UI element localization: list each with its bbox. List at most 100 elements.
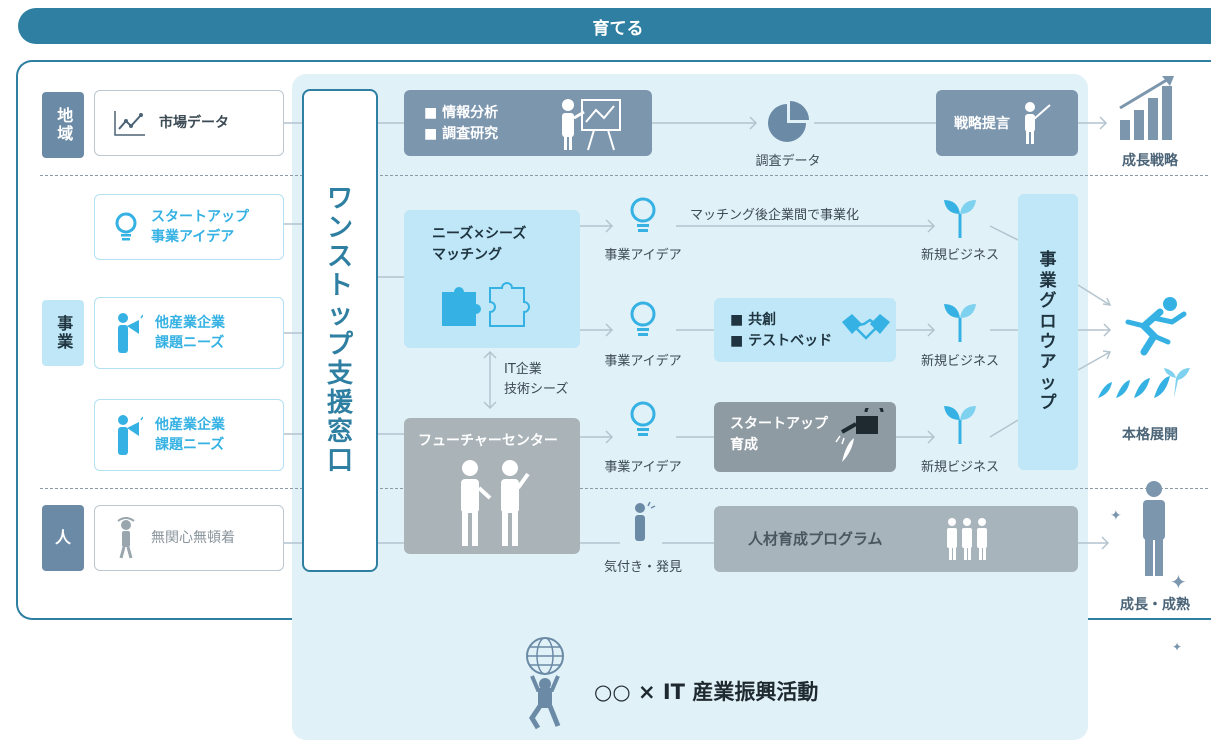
sprout-icon <box>940 402 980 446</box>
startup-idea-source-line1: スタートアップ <box>151 208 249 225</box>
new-business-label-3: 新規ビジネス <box>920 460 999 475</box>
growup-char: 業 <box>1039 270 1057 291</box>
one-stop-char: ッ <box>326 300 353 331</box>
sparkle-icon: ✦ <box>1110 508 1122 524</box>
group-people-icon <box>942 516 992 562</box>
row-divider-1 <box>40 175 1208 176</box>
growup-char: ウ <box>1039 332 1057 352</box>
one-stop-char: プ <box>326 329 353 360</box>
other-industry-needs-box-b: 他産業企業 課題ニーズ <box>94 399 284 471</box>
it-seeds-line1: IT企業 <box>504 362 542 377</box>
globe-carrying-person-icon <box>518 636 572 732</box>
startup-incubation-text: スタートアップ 育成 <box>730 414 828 456</box>
growup-char: ッ <box>1039 372 1057 393</box>
growup-char: ア <box>1039 352 1057 373</box>
cocreation-line: ■ 共創 <box>730 312 777 328</box>
startup-idea-source-label: スタートアップ 事業アイデア <box>151 207 249 248</box>
pie-chart-icon <box>765 100 811 146</box>
presenter-board-icon <box>554 96 634 152</box>
thinking-person-icon <box>628 500 658 544</box>
growup-char: 事 <box>1039 250 1057 271</box>
one-stop-char: 窓 <box>326 416 353 447</box>
megaphone-person-icon <box>113 312 143 354</box>
one-stop-support-window: ワ ン ス ト ッ プ 支 援 窓 口 <box>302 89 378 572</box>
one-stop-char: 口 <box>326 445 353 476</box>
analysis-research-text: ■ 情報分析 ■ 調査研究 <box>424 103 498 145</box>
testbed-line: ■ テストベッド <box>730 333 833 349</box>
needs-seeds-line2: マッチング <box>432 247 502 263</box>
sprouts-row-icon <box>1094 364 1194 400</box>
business-idea-label-1: 事業アイデア <box>604 248 682 263</box>
talent-development-program-box: 人材育成プログラム <box>714 506 1078 572</box>
one-stop-char: ト <box>326 271 353 302</box>
megaphone-person-icon <box>113 414 143 456</box>
one-stop-char: 支 <box>326 358 353 389</box>
startup-idea-source-line2: 事業アイデア <box>151 229 235 245</box>
indifferent-person-icon <box>113 517 139 559</box>
growup-char: プ <box>1039 393 1057 414</box>
cocreation-testbed-text: ■ 共創 ■ テストベッド <box>730 310 832 352</box>
indifferent-label: 無関心無頓着 <box>151 529 235 546</box>
growup-char: ロ <box>1039 311 1057 332</box>
new-business-label-2: 新規ビジネス <box>920 354 999 369</box>
new-business-label-1: 新規ビジネス <box>920 248 999 263</box>
startup-incubation-line2: 育成 <box>730 437 758 453</box>
other-industry-a-line2: 課題ニーズ <box>155 335 225 351</box>
needs-seeds-matching-box: ニーズ×シーズ マッチング <box>404 210 580 348</box>
other-industry-needs-label-b: 他産業企業 課題ニーズ <box>155 415 225 456</box>
bottom-title: ○○ × IT 産業振興活動 <box>594 680 819 704</box>
one-stop-char: ワ <box>326 183 353 214</box>
strategy-proposal-label: 戦略提言 <box>954 116 1010 132</box>
research-line: ■ 調査研究 <box>424 126 499 142</box>
other-industry-b-line1: 他産業企業 <box>155 416 225 433</box>
other-industry-b-line2: 課題ニーズ <box>155 437 225 453</box>
handshake-icon <box>842 312 890 348</box>
full-deployment-label: 本格展開 <box>1122 427 1178 443</box>
matching-note-label: マッチング後企業間で事業化 <box>690 208 860 223</box>
one-stop-char: 援 <box>326 387 353 418</box>
sprout-icon <box>940 196 980 240</box>
row-tag-business-label: 事業 <box>54 315 74 351</box>
lightbulb-icon <box>628 196 658 236</box>
running-person-icon <box>1114 296 1194 360</box>
one-stop-char: ス <box>326 242 353 273</box>
it-seeds-label: IT企業 技術シーズ <box>504 360 568 399</box>
sprout-icon <box>940 300 980 344</box>
watering-can-icon <box>832 408 890 466</box>
growup-char: グ <box>1039 291 1057 312</box>
future-center-box: フューチャーセンター <box>404 418 580 554</box>
growth-bar-chart-icon <box>1118 74 1180 142</box>
growth-strategy-label: 成長戦略 <box>1122 153 1178 169</box>
it-seeds-line2: 技術シーズ <box>504 381 569 397</box>
startup-incubation-line1: スタートアップ <box>730 416 828 432</box>
startup-incubation-box: スタートアップ 育成 <box>714 402 896 472</box>
business-idea-label-2: 事業アイデア <box>604 354 682 369</box>
growth-maturity-label: 成長・成熟 <box>1120 597 1190 613</box>
row-tag-people-label: 人 <box>54 527 71 547</box>
needs-seeds-matching-text: ニーズ×シーズ マッチング <box>432 224 526 266</box>
other-industry-needs-box-a: 他産業企業 課題ニーズ <box>94 297 284 369</box>
row-tag-region-label: 地域 <box>54 107 74 143</box>
standing-person-icon <box>1132 480 1176 578</box>
business-growup-box: 事 業 グ ロ ウ ア ッ プ <box>1018 194 1078 470</box>
other-industry-needs-label-a: 他産業企業 課題ニーズ <box>155 313 225 354</box>
indifferent-box: 無関心無頓着 <box>94 505 284 571</box>
strategy-proposal-box: 戦略提言 <box>936 90 1078 156</box>
sparkle-icon: ✦ <box>1172 640 1183 654</box>
section-banner: 育てる <box>18 8 1211 44</box>
two-people-talking-icon <box>454 458 532 548</box>
line-chart-icon <box>113 109 147 137</box>
lightbulb-icon <box>628 300 658 340</box>
needs-seeds-line1: ニーズ×シーズ <box>432 226 527 242</box>
analysis-research-box: ■ 情報分析 ■ 調査研究 <box>404 90 652 156</box>
row-divider-2 <box>40 488 1208 489</box>
startup-idea-source-box: スタートアップ 事業アイデア <box>94 194 284 260</box>
lightbulb-icon <box>113 211 139 243</box>
one-stop-char: ン <box>326 213 353 244</box>
row-tag-people: 人 <box>42 505 84 571</box>
row-tag-business: 事業 <box>42 300 84 366</box>
presenter-pointing-icon <box>1020 101 1052 145</box>
market-data-label: 市場データ <box>159 114 229 131</box>
puzzle-pieces-icon <box>438 282 538 332</box>
